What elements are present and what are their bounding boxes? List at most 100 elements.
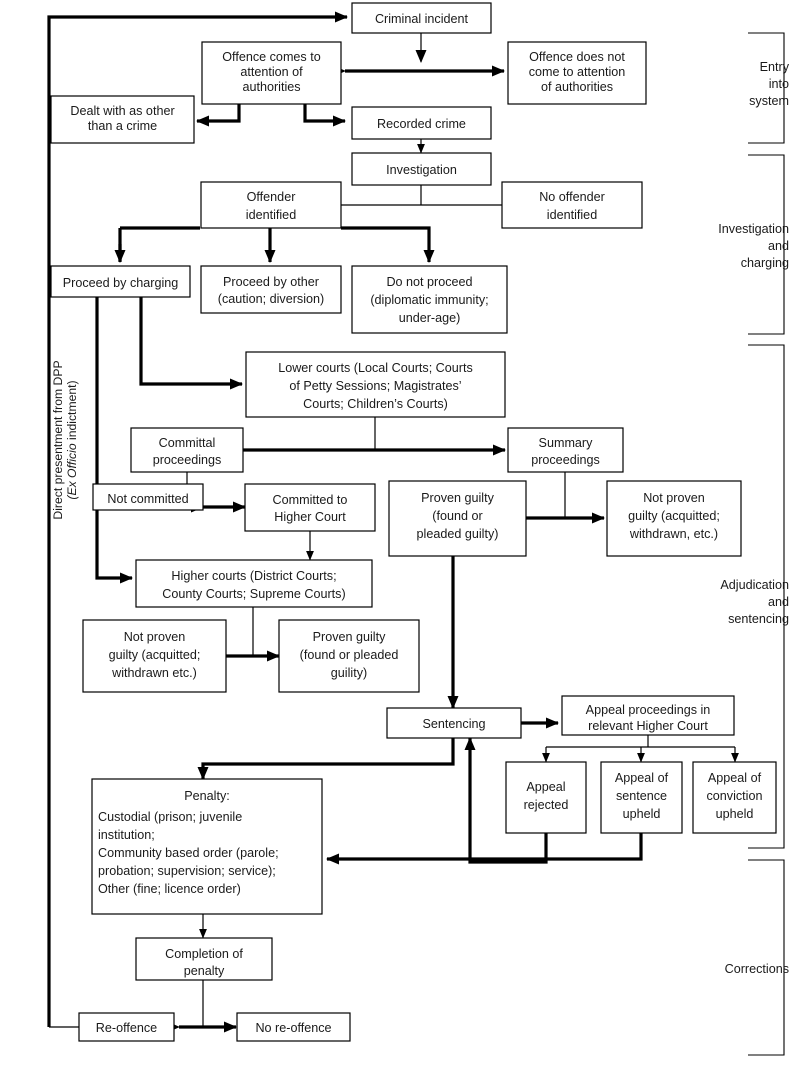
node-label: conviction xyxy=(706,789,762,803)
node-label: withdrawn, etc.) xyxy=(629,527,718,541)
node-label: of Petty Sessions; Magistrates’ xyxy=(289,379,461,393)
node-label: Offender xyxy=(247,190,296,204)
edge-charging-to-lower-courts xyxy=(139,297,243,390)
node-proceed-by-other[interactable]: Proceed by other (caution; diversion) xyxy=(200,265,342,314)
node-do-not-proceed[interactable]: Do not proceed (diplomatic immunity; und… xyxy=(351,265,508,334)
node-label: Recorded crime xyxy=(377,117,466,131)
node-label: Appeal xyxy=(526,780,565,794)
node-label: Lower courts (Local Courts; Courts xyxy=(278,361,473,375)
node-proceed-by-charging[interactable]: Proceed by charging xyxy=(50,265,191,298)
node-appeal-proceedings[interactable]: Appeal proceedings in relevant Higher Co… xyxy=(561,695,735,736)
node-no-offender-identified[interactable]: No offender identified xyxy=(501,181,643,229)
node-offender-identified[interactable]: Offender identified xyxy=(200,181,342,229)
node-label: probation; supervision; service); xyxy=(98,864,276,878)
edge-sentencing-to-penalty xyxy=(197,738,455,780)
node-label: Community based order (parole; xyxy=(98,846,279,860)
node-offence-comes-to-attention[interactable]: Offence comes to attention of authoritie… xyxy=(201,41,342,105)
section-label-entry: system xyxy=(749,94,789,108)
bracket-entry xyxy=(748,32,785,144)
node-appeal-of-conviction-upheld[interactable]: Appeal of conviction upheld xyxy=(692,761,777,834)
node-label: Appeal of xyxy=(615,771,669,785)
node-label: Higher courts (District Courts; xyxy=(171,569,336,583)
node-label: Other (fine; licence order) xyxy=(98,882,241,896)
node-label: (caution; diversion) xyxy=(218,292,324,306)
node-investigation[interactable]: Investigation xyxy=(351,152,492,186)
direct-presentment-note: Direct presentment from DPP (Ex Officio … xyxy=(51,360,79,519)
node-label: upheld xyxy=(623,807,661,821)
node-summary-proceedings[interactable]: Summary proceedings xyxy=(507,427,624,473)
node-label: pleaded guilty) xyxy=(417,527,499,541)
node-label: Sentencing xyxy=(422,717,485,731)
node-label: Appeal proceedings in xyxy=(586,703,711,717)
node-proven-guilty-lower[interactable]: Proven guilty (found or pleaded guilty) xyxy=(388,480,527,557)
node-proven-guilty-higher[interactable]: Proven guilty (found or pleaded guility) xyxy=(278,619,420,693)
node-label: rejected xyxy=(524,798,569,812)
node-label: Completion of xyxy=(165,947,243,961)
node-label: than a crime xyxy=(88,119,157,133)
node-label: Appeal of xyxy=(708,771,762,785)
node-label: attention of xyxy=(240,65,303,79)
section-label-adjudication: and xyxy=(768,595,789,609)
node-label: proceedings xyxy=(153,453,222,467)
node-label: Do not proceed xyxy=(386,275,472,289)
section-label-investigation: charging xyxy=(741,256,789,270)
node-not-proven-guilty-higher[interactable]: Not proven guilty (acquitted; withdrawn … xyxy=(82,619,227,693)
node-no-re-offence[interactable]: No re-offence xyxy=(236,1012,351,1042)
node-label: Proceed by charging xyxy=(63,276,179,290)
section-label-corrections: Corrections xyxy=(725,962,789,976)
node-label: penalty xyxy=(184,964,225,978)
node-higher-courts[interactable]: Higher courts (District Courts; County C… xyxy=(135,559,373,608)
connectors xyxy=(47,11,739,1033)
node-appeal-of-sentence-upheld[interactable]: Appeal of sentence upheld xyxy=(600,761,683,834)
edge-attention-to-dealt-other xyxy=(196,103,241,127)
node-label: Not proven xyxy=(124,630,186,644)
node-label: authorities xyxy=(242,80,300,94)
node-label: upheld xyxy=(716,807,754,821)
node-label: No offender xyxy=(539,190,605,204)
node-label: No re-offence xyxy=(255,1021,331,1035)
node-completion-of-penalty[interactable]: Completion of penalty xyxy=(135,937,273,981)
node-offence-does-not-come-to-attention[interactable]: Offence does not come to attention of au… xyxy=(507,41,647,105)
node-label: come to attention xyxy=(529,65,626,79)
node-sentencing[interactable]: Sentencing xyxy=(386,707,522,739)
node-label: proceedings xyxy=(531,453,600,467)
section-label-entry: Entry xyxy=(760,60,790,74)
section-brackets xyxy=(748,32,785,1056)
node-label: under-age) xyxy=(399,311,461,325)
node-label: identified xyxy=(547,208,597,222)
node-committal-proceedings[interactable]: Committal proceedings xyxy=(130,427,244,473)
node-not-proven-guilty-lower[interactable]: Not proven guilty (acquitted; withdrawn,… xyxy=(606,480,742,557)
section-label-investigation: and xyxy=(768,239,789,253)
edge-reoffence-to-criminal-incident xyxy=(47,11,348,1027)
bracket-investigation xyxy=(748,154,785,335)
section-label-investigation: Investigation xyxy=(718,222,789,236)
node-label: Summary xyxy=(539,436,594,450)
node-label: Higher Court xyxy=(274,510,346,524)
section-labels: Entry into system Investigation and char… xyxy=(718,60,789,976)
edge-appeal-rejected-to-sentencing xyxy=(464,737,548,864)
node-lower-courts[interactable]: Lower courts (Local Courts; Courts of Pe… xyxy=(245,351,506,418)
node-label: withdrawn etc.) xyxy=(111,666,197,680)
node-not-committed[interactable]: Not committed xyxy=(92,483,204,511)
edge-offender-to-do-not-proceed xyxy=(341,226,435,263)
node-re-offence[interactable]: Re-offence xyxy=(78,1012,175,1042)
node-penalty[interactable]: Penalty: Custodial (prison; juvenile ins… xyxy=(91,778,323,915)
section-label-adjudication: sentencing xyxy=(728,612,789,626)
node-label: Custodial (prison; juvenile xyxy=(98,810,242,824)
node-label: Dealt with as other xyxy=(70,104,174,118)
indictment-text: indictment) xyxy=(65,380,79,443)
node-label: Courts; Children’s Courts) xyxy=(303,397,448,411)
section-label-entry: into xyxy=(769,77,789,91)
node-label: sentence xyxy=(616,789,667,803)
node-recorded-crime[interactable]: Recorded crime xyxy=(351,106,492,140)
node-appeal-rejected[interactable]: Appeal rejected xyxy=(505,761,587,834)
node-criminal-incident[interactable]: Criminal incident xyxy=(351,2,492,34)
node-label: relevant Higher Court xyxy=(588,719,708,733)
node-label: guility) xyxy=(331,666,367,680)
node-label: Offence does not xyxy=(529,50,625,64)
node-label: Committal xyxy=(159,436,216,450)
node-committed-to-higher-court[interactable]: Committed to Higher Court xyxy=(244,483,376,532)
node-dealt-with-as-other-than-crime[interactable]: Dealt with as other than a crime xyxy=(50,95,195,144)
node-label: Proven guilty xyxy=(421,491,495,505)
